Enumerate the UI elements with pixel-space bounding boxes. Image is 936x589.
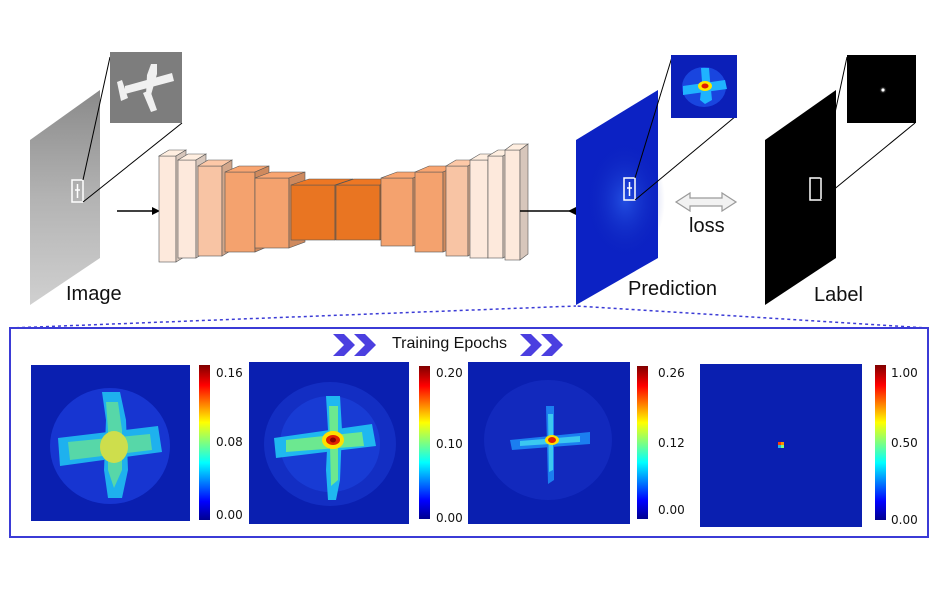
label-plane <box>765 56 916 305</box>
input-roi-box <box>71 179 84 203</box>
network-layer-block <box>504 143 529 261</box>
unet-network <box>157 143 529 263</box>
epochs-chevrons-left <box>333 334 376 356</box>
colorbar-3-min: 0.00 <box>658 503 685 517</box>
colorbar-3-mid: 0.12 <box>658 436 685 450</box>
prediction-zoom-thumbnail <box>671 55 737 118</box>
colorbar-1-mid: 0.08 <box>216 435 243 449</box>
input-arrow <box>117 207 160 215</box>
colorbar-4-min: 0.00 <box>891 513 918 527</box>
image-label: Image <box>66 283 122 305</box>
label-label: Label <box>814 284 863 306</box>
colorbar-4-max: 1.00 <box>891 366 918 380</box>
colorbar-2-mid: 0.10 <box>436 437 463 451</box>
heatmap-epoch-2 <box>249 362 409 524</box>
colorbar-4 <box>875 365 886 520</box>
colorbar-2 <box>419 366 430 519</box>
prediction-roi-box <box>623 177 636 201</box>
heatmap-epoch-3 <box>468 362 630 524</box>
heatmap-label <box>700 364 862 527</box>
colorbar-2-max: 0.20 <box>436 366 463 380</box>
colorbar-3 <box>637 366 648 519</box>
label-roi-box <box>809 177 822 201</box>
output-connector <box>520 207 576 215</box>
heatmap-epoch-1 <box>31 365 190 521</box>
label-zoom-thumbnail <box>847 55 916 123</box>
colorbar-1 <box>199 365 210 520</box>
colorbar-4-mid: 0.50 <box>891 436 918 450</box>
colorbar-1-min: 0.00 <box>216 508 243 522</box>
colorbar-1-max: 0.16 <box>216 366 243 380</box>
colorbar-2-min: 0.00 <box>436 511 463 525</box>
input-image-plane <box>30 56 183 305</box>
loss-label: loss <box>689 215 725 237</box>
prediction-label: Prediction <box>628 278 717 300</box>
input-zoom-thumbnail <box>110 52 182 123</box>
zoom-dashed-lines <box>9 305 929 329</box>
prediction-plane <box>576 56 737 305</box>
epochs-chevrons-right <box>520 334 563 356</box>
colorbar-3-max: 0.26 <box>658 366 685 380</box>
loss-double-arrow <box>674 191 738 213</box>
training-epochs-panel <box>9 327 929 538</box>
training-epochs-label: Training Epochs <box>392 335 508 352</box>
